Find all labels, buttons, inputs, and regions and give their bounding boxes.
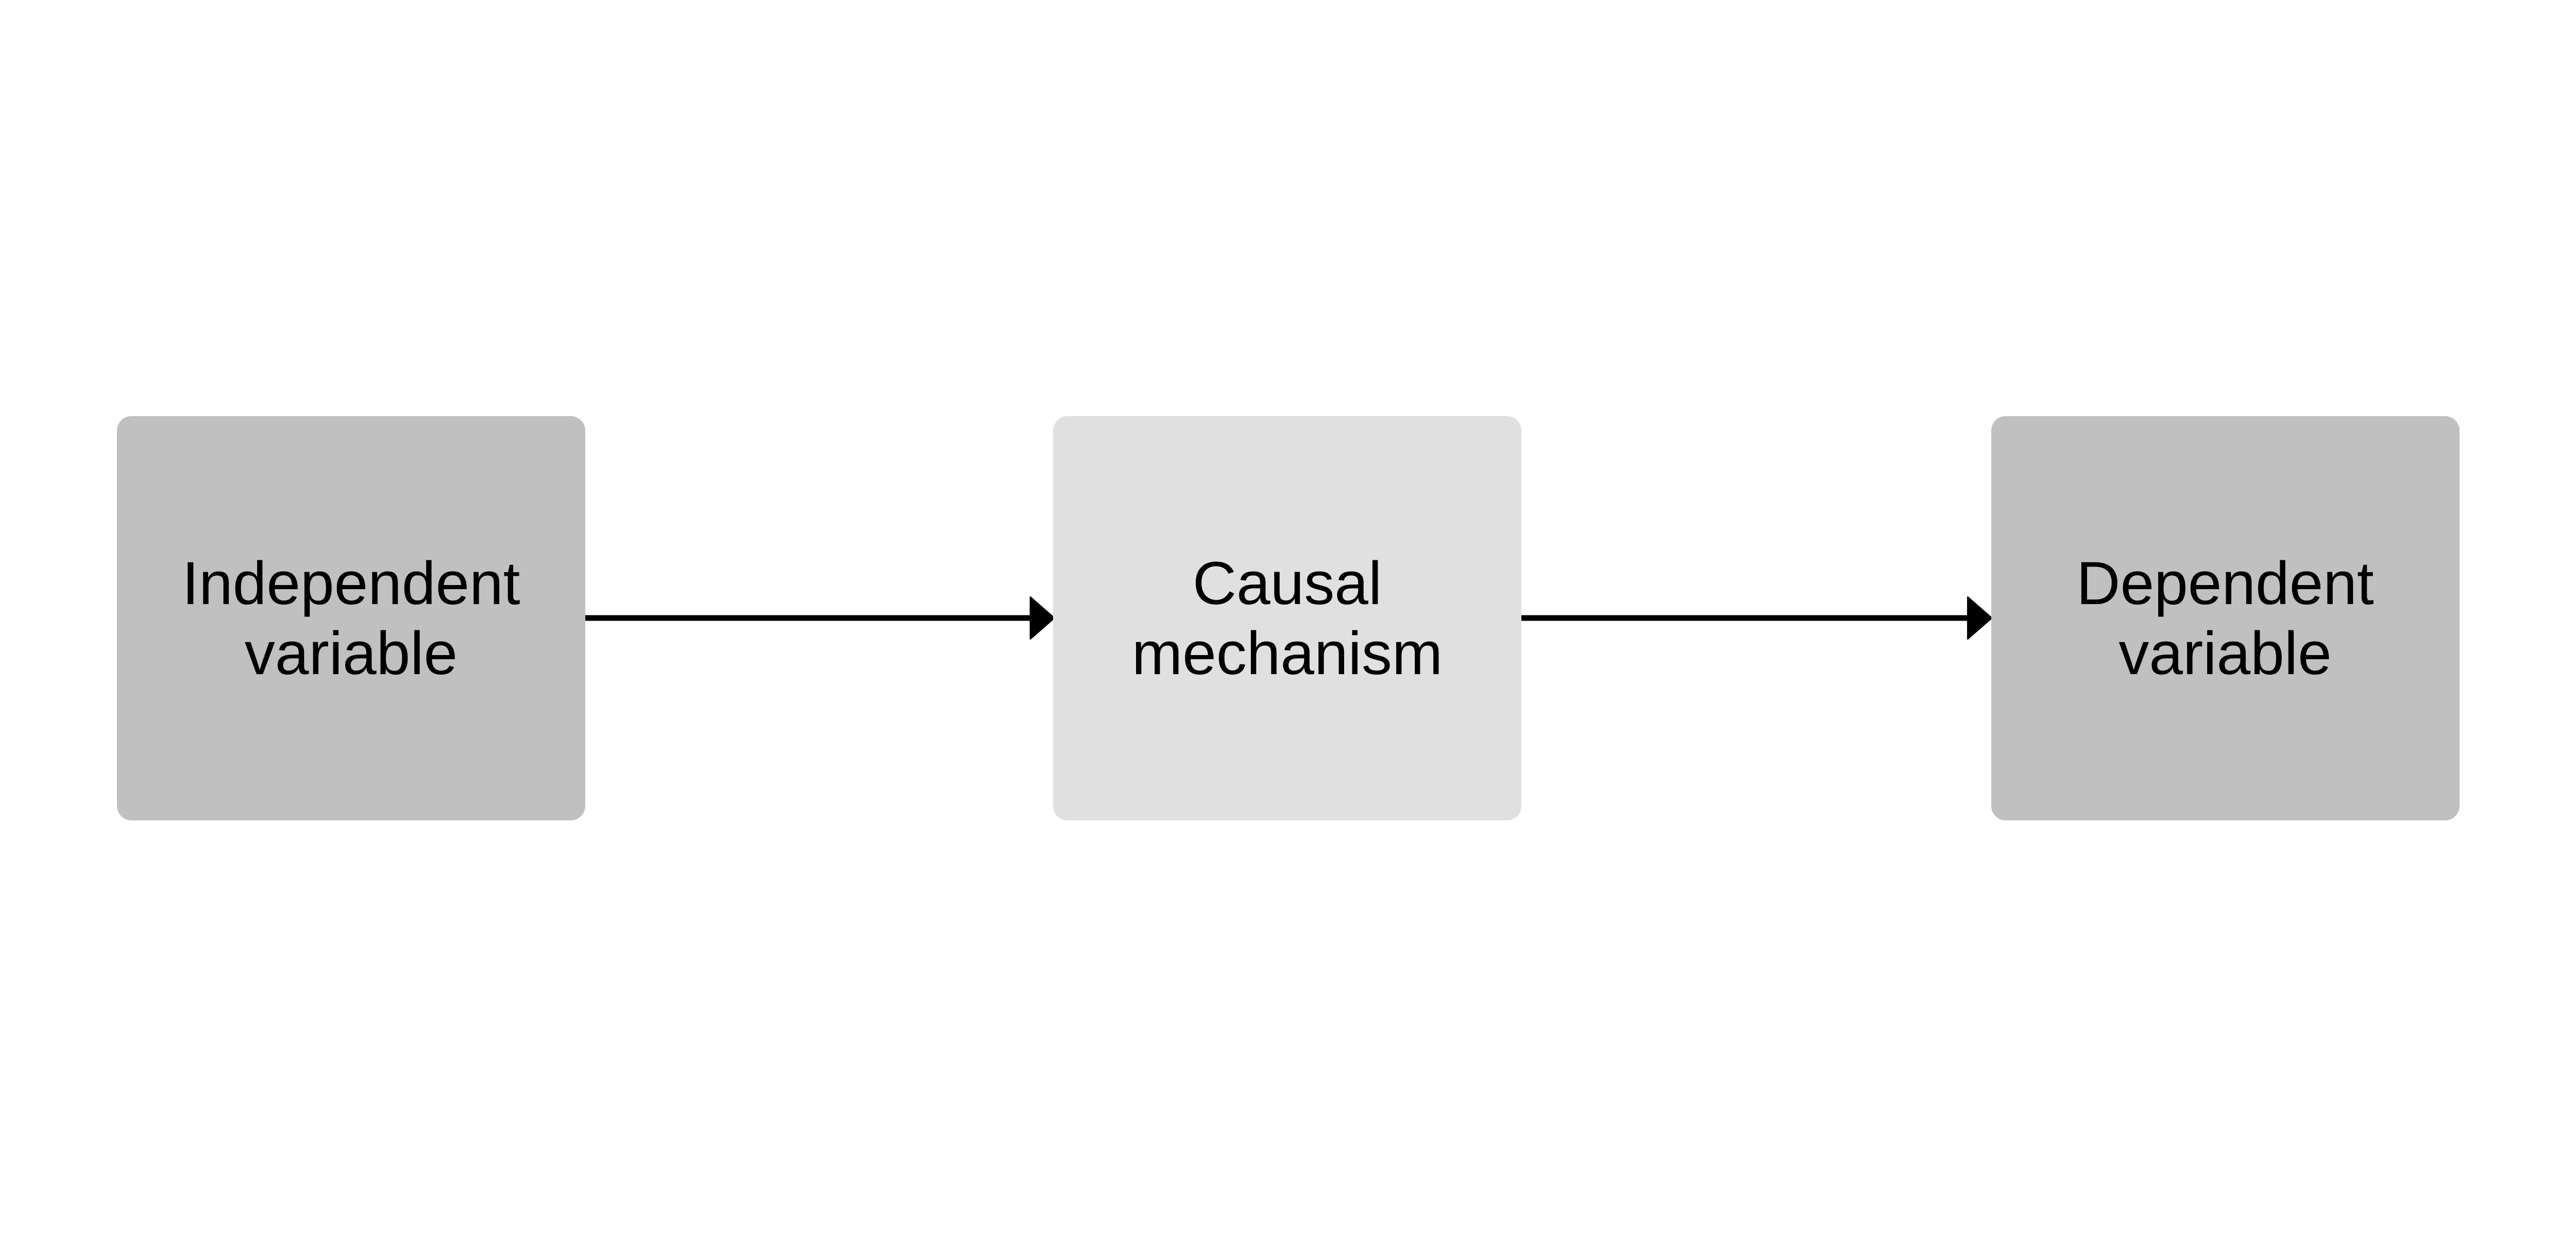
node-dependent-variable: Dependent variable xyxy=(1991,416,2460,820)
edge-mechanism-to-dependent xyxy=(1519,596,1992,640)
node-label: Independent variable xyxy=(182,549,520,688)
node-independent-variable: Independent variable xyxy=(117,416,585,820)
arrowhead-icon xyxy=(1967,596,1992,640)
node-causal-mechanism: Causal mechanism xyxy=(1053,416,1521,820)
edge-independent-to-mechanism xyxy=(583,596,1055,640)
node-label: Dependent variable xyxy=(2076,549,2374,688)
node-label: Causal mechanism xyxy=(1131,549,1443,688)
arrowhead-icon xyxy=(1029,596,1055,640)
